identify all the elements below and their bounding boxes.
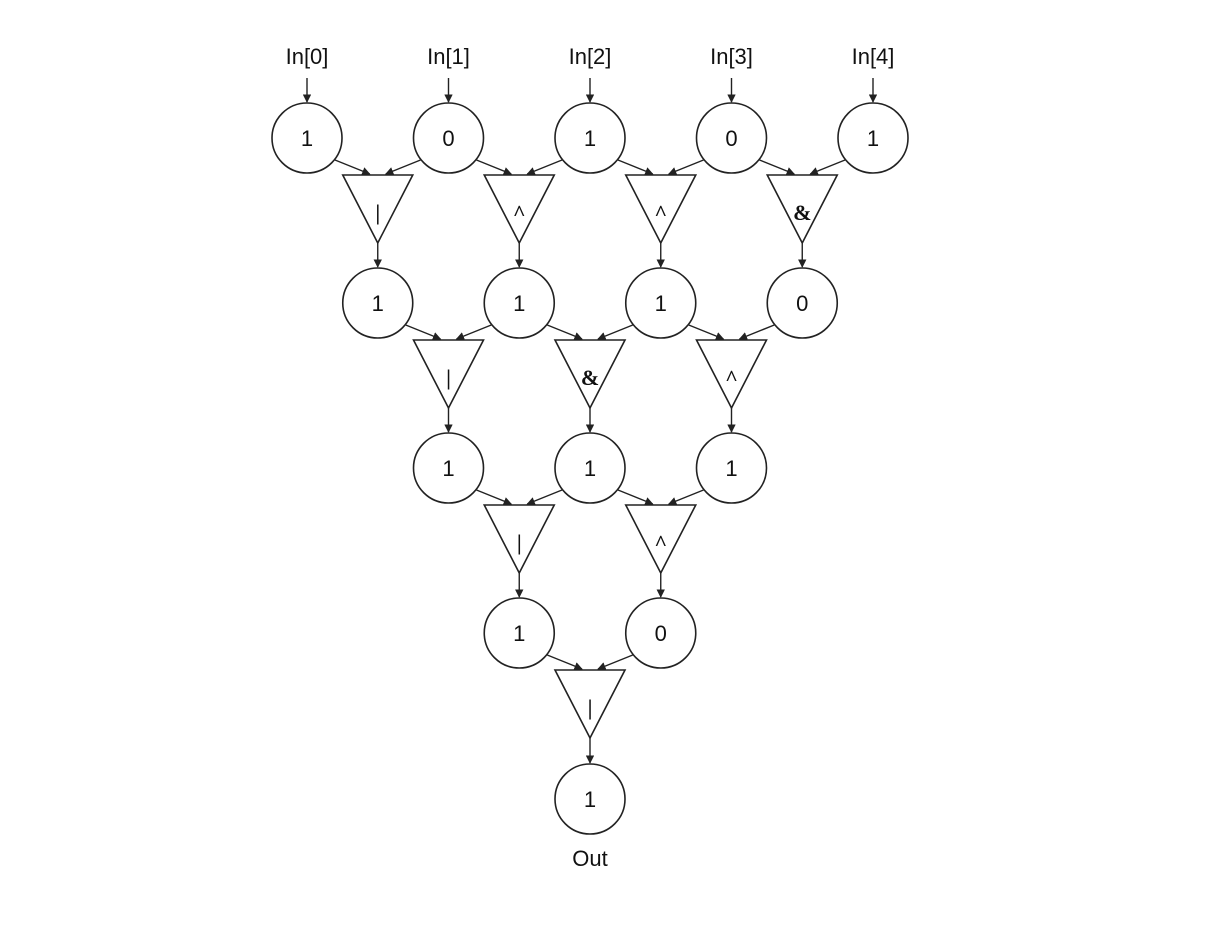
gate-operator: | [446,365,451,390]
logic-gate [624,504,698,575]
value-node [766,267,839,339]
node-value: 1 [513,621,525,646]
node-value: 0 [725,126,737,151]
gate-input-wire [759,159,796,176]
output-label: Out [572,846,607,871]
logic-gate [341,174,415,245]
gate-operator: ^ [654,530,667,555]
logic-gate [553,339,627,410]
gate-input-wire [455,324,492,341]
gate-input-wire [738,324,775,341]
node-value: 1 [725,456,737,481]
gate-operator: | [517,530,522,555]
gate-input-wire [546,324,583,341]
node-value: 1 [584,456,596,481]
gate-input-wire [809,159,846,176]
gate-operator: | [375,200,380,225]
gate-operator: & [581,365,599,390]
node-value: 0 [796,291,808,316]
value-node [624,267,697,339]
node-value: 1 [655,291,667,316]
gate-input-wire [597,654,634,671]
value-node [271,102,343,174]
value-node [554,763,626,835]
logic-gate [412,339,485,410]
node-value: 1 [867,126,879,151]
wires-layer [302,78,878,764]
node-value: 1 [513,291,525,316]
node-value: 1 [301,126,313,151]
shapes-layer: In[0] In[1] In[2] In[3] In[4] 1 0 1 0 1 | ^ ^ & 1 1 1 0 | &… [271,44,909,871]
value-node [483,267,556,339]
gate-input-wire [667,489,704,506]
logic-gate [765,174,839,245]
gate-operator: ^ [654,200,667,225]
gate-input-wire [617,489,654,506]
value-node [412,102,485,174]
node-value: 0 [442,126,454,151]
node-value: 1 [442,456,454,481]
value-node [341,267,414,339]
gate-input-wire [405,324,442,341]
gate-input-wire [667,159,704,176]
gate-input-wire [597,324,634,341]
value-node [412,432,485,504]
gate-operator: & [793,200,811,225]
value-node [695,432,768,504]
input-label: In[3] [710,44,753,69]
gate-input-wire [526,159,563,176]
logic-gate [624,174,698,245]
gate-operator: ^ [513,200,526,225]
value-node [837,102,909,174]
node-value: 0 [655,621,667,646]
input-label: In[0] [286,44,329,69]
gate-input-wire [476,489,513,506]
logic-gate [482,504,556,575]
gate-operator: ^ [725,365,738,390]
logic-gate [553,669,627,740]
input-label: In[1] [427,44,470,69]
gate-input-wire [476,159,513,176]
gate-input-wire [334,159,371,176]
gate-input-wire [546,654,583,671]
value-node [624,597,697,669]
value-node [554,102,626,174]
node-value: 1 [584,126,596,151]
gate-input-wire [617,159,654,176]
value-node [483,597,556,669]
value-node [695,102,768,174]
logic-gate [482,174,556,245]
gate-input-wire [384,159,421,176]
input-label: In[2] [569,44,612,69]
gate-input-wire [688,324,725,341]
node-value: 1 [372,291,384,316]
node-value: 1 [584,787,596,812]
value-node [554,432,626,504]
gate-operator: | [588,695,593,720]
logic-gate [695,339,768,410]
gate-input-wire [526,489,563,506]
input-label: In[4] [852,44,895,69]
